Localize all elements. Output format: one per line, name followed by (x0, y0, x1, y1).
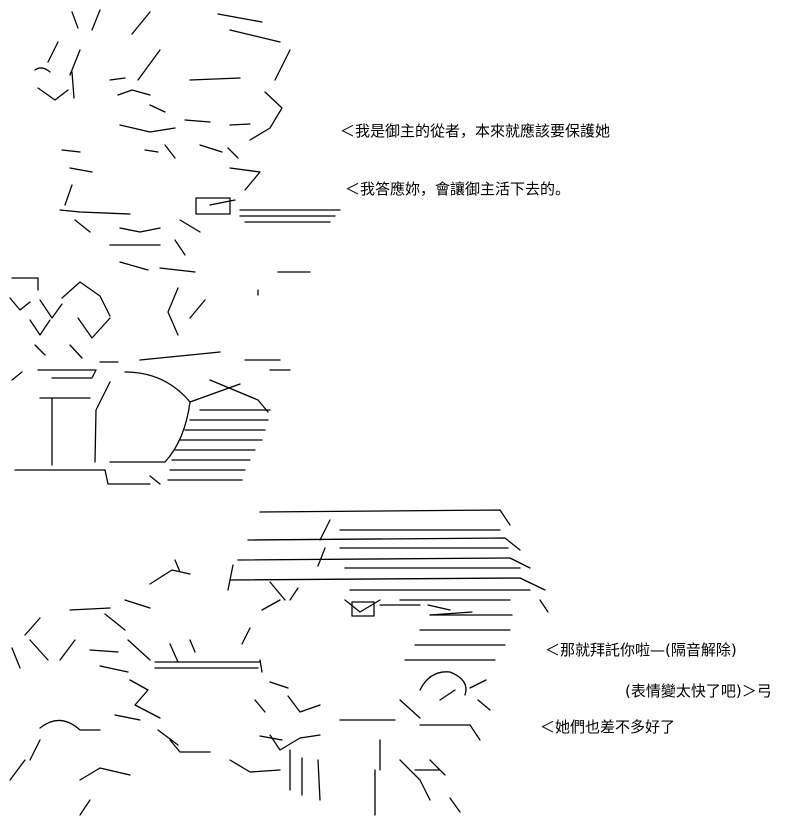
eye-detail (351, 601, 375, 617)
dialogue-line-2: ＜我答應妳，會讓御主活下去的。 (345, 180, 571, 198)
right-figure-lines (419, 671, 491, 711)
sword-guard (195, 197, 231, 215)
forearm (109, 371, 269, 463)
base-line (14, 469, 161, 485)
dialogue-line-1: ＜我是御主的從者，本來就應該要保護她 (340, 122, 611, 140)
neck (109, 239, 196, 273)
left-figure-body (9, 679, 179, 816)
sword-hilt (239, 209, 341, 223)
pointing-arm (154, 659, 263, 673)
arm-lines (169, 681, 321, 773)
hair-hatch (339, 529, 531, 661)
eye-right (379, 599, 549, 616)
face-right (227, 564, 381, 645)
eye-lines (144, 144, 239, 159)
dialogue-line-3: ＜那就拜託你啦—(隔音解除) (545, 641, 737, 659)
hair-curl (34, 67, 75, 101)
hair-outline (229, 509, 546, 591)
upper-arm (39, 369, 111, 466)
left-figure-face (59, 639, 196, 673)
arm-hatch (167, 409, 271, 481)
face-outline (109, 77, 283, 141)
collar (11, 351, 291, 381)
shoulder-right (167, 271, 311, 336)
right-figure-body (269, 734, 431, 816)
chest-lines (29, 317, 111, 359)
dialogue-line-5: ＜她們也差不多好了 (540, 718, 676, 736)
face-lower (59, 149, 261, 215)
dialogue-line-4: (表情變太快了吧)＞弓 (625, 682, 772, 700)
hair-lines (47, 9, 291, 81)
shoulder-left (9, 277, 111, 319)
right-figure-details (339, 689, 481, 813)
chin (74, 199, 236, 233)
left-figure-head (11, 559, 191, 669)
